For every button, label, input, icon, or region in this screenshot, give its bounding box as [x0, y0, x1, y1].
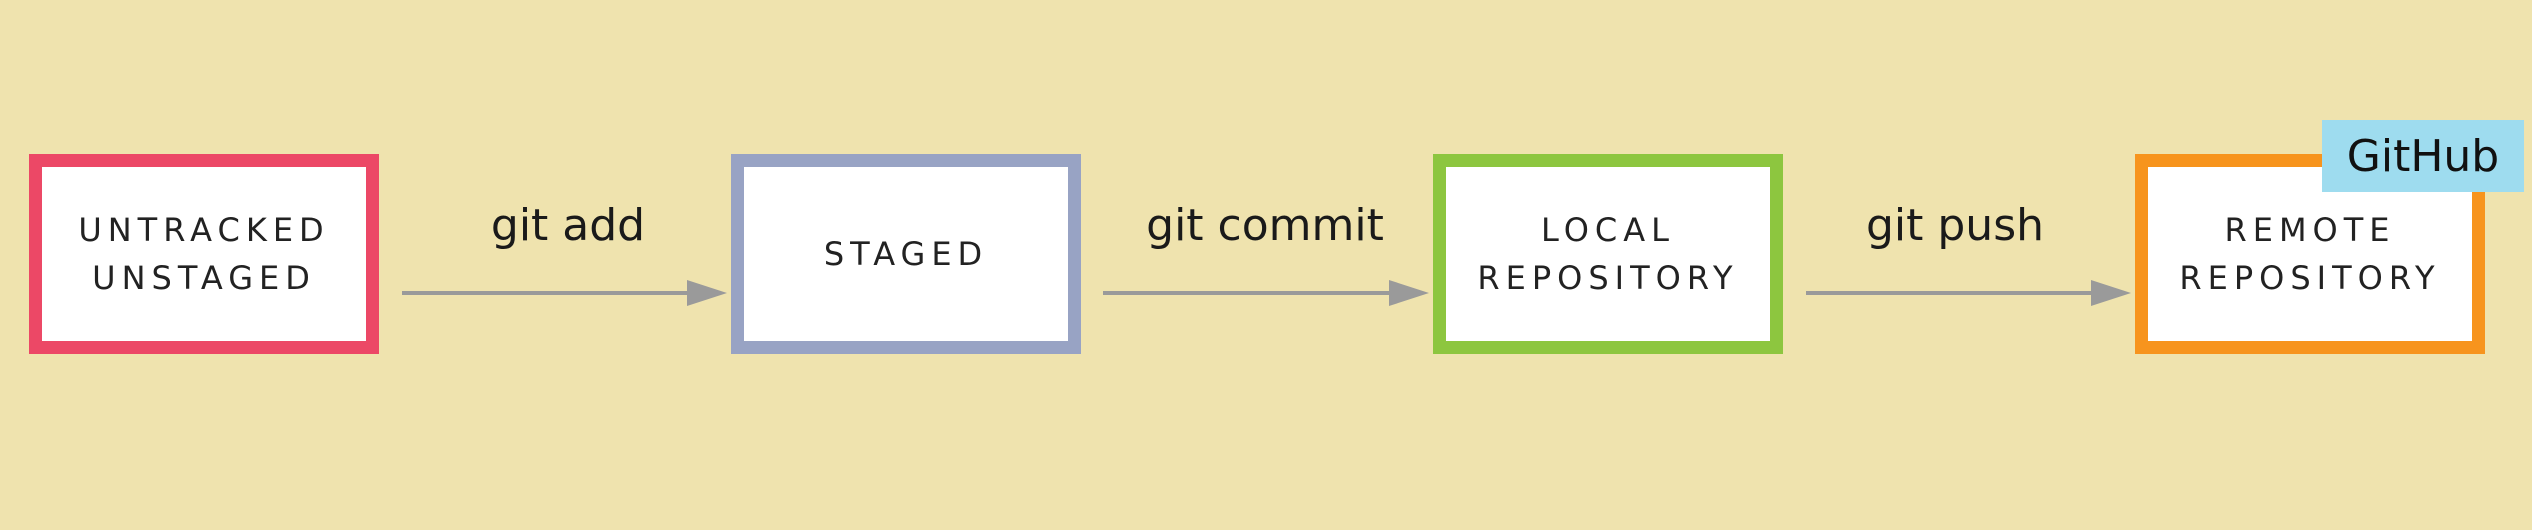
remote-repository-label: REPOSITORY: [2179, 259, 2441, 297]
git-add-label: git add: [490, 200, 646, 251]
local-repository-label: REPOSITORY: [1477, 259, 1739, 297]
untracked-label: UNTRACKED: [78, 211, 330, 249]
git-push-label: git push: [1865, 200, 2045, 251]
arrow-push: [1806, 280, 2131, 306]
unstaged-label: UNSTAGED: [92, 259, 316, 297]
staged-label: STAGED: [823, 235, 989, 273]
arrow-add: [402, 280, 727, 306]
arrow-commit: [1103, 280, 1429, 306]
local-repository-box: LOCAL REPOSITORY: [1433, 154, 1783, 354]
local-label: LOCAL: [1541, 211, 1675, 249]
staged-box: STAGED: [731, 154, 1081, 354]
untracked-unstaged-box: UNTRACKED UNSTAGED: [29, 154, 379, 354]
git-commit-label: git commit: [1146, 200, 1384, 251]
remote-label: REMOTE: [2224, 211, 2396, 249]
github-badge: GitHub: [2322, 120, 2524, 192]
